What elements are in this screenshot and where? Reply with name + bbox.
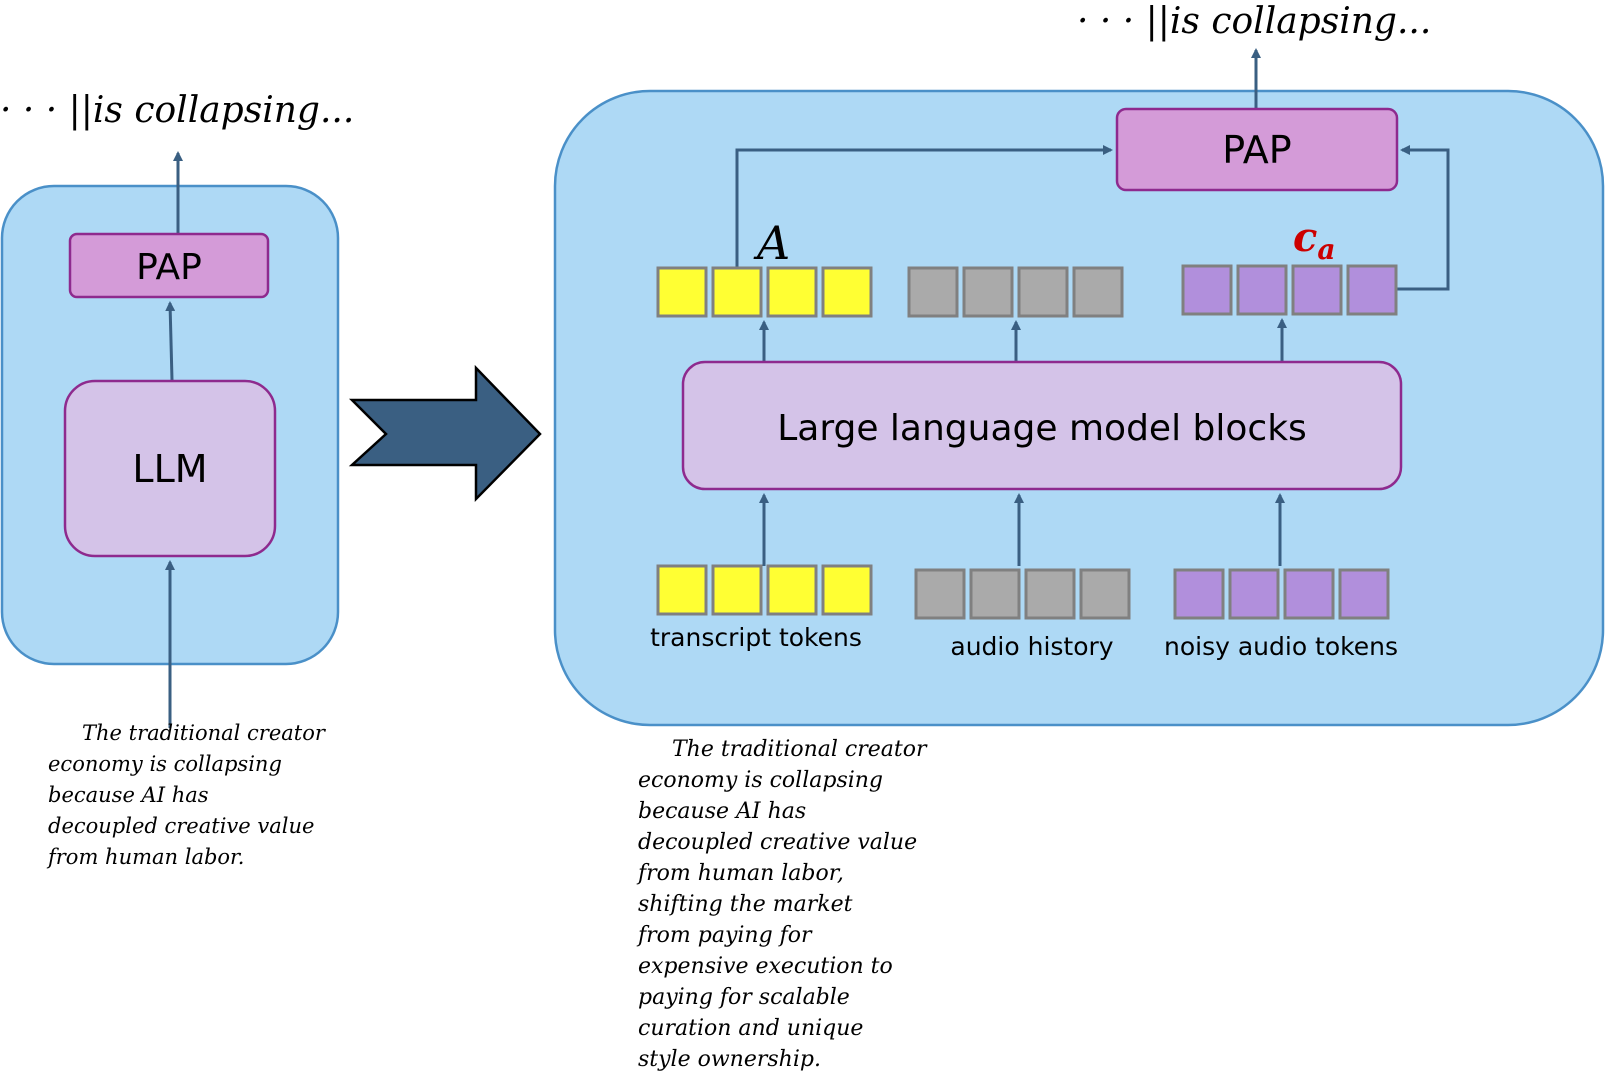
input-noisy-audio-tokens (1173, 568, 1390, 620)
left-llm-label: LLM (132, 447, 207, 491)
left-arrow-llm-to-pap (165, 301, 176, 381)
symbol-ca-sub: a (1317, 233, 1335, 266)
transition-arrow (348, 364, 542, 503)
token (711, 266, 763, 318)
input-audio-history-tokens (914, 568, 1131, 620)
output-noisy-audio-tokens (1181, 264, 1398, 316)
symbol-ca-main: c (1293, 214, 1317, 261)
caption-line: from human labor, (638, 861, 844, 886)
token (1291, 264, 1343, 316)
left-output-text: · · · ||is collapsing... (0, 90, 354, 131)
caption-line: decoupled creative value (638, 830, 918, 855)
token (1173, 568, 1225, 620)
caption-line: because AI has (48, 783, 209, 807)
caption-line: shifting the market (638, 892, 853, 917)
token (1024, 568, 1076, 620)
label-transcript-tokens: transcript tokens (650, 623, 862, 652)
token (766, 266, 818, 318)
llm-blocks-label: Large language model blocks (777, 408, 1307, 449)
token (1338, 568, 1390, 620)
caption-line: economy is collapsing (48, 752, 282, 776)
caption-line: paying for scalable (638, 985, 850, 1010)
caption-line: The traditional creator (672, 737, 927, 762)
output-transcript-tokens (656, 266, 873, 318)
right-pap-box (1115, 107, 1399, 192)
input-transcript-tokens (656, 564, 873, 616)
symbol-ca: ca (1293, 214, 1336, 266)
right-input-caption: The traditional creator economy is colla… (638, 734, 926, 1075)
token (656, 266, 708, 318)
caption-line: from paying for (638, 923, 812, 948)
token (1228, 568, 1280, 620)
token (766, 564, 818, 616)
token (1181, 264, 1233, 316)
token (907, 266, 959, 318)
token (962, 266, 1014, 318)
caption-line: expensive execution to (638, 954, 893, 979)
token (656, 564, 708, 616)
llm-blocks (681, 360, 1403, 491)
caption-line: style ownership. (638, 1047, 821, 1072)
token (1346, 264, 1398, 316)
right-output-text: · · · ||is collapsing... (1077, 1, 1431, 42)
right-pap-label: PAP (1222, 128, 1291, 172)
token (711, 564, 763, 616)
left-pap-label: PAP (136, 247, 202, 288)
caption-line: economy is collapsing (638, 768, 884, 793)
symbol-a: A (753, 216, 790, 270)
token (1283, 568, 1335, 620)
token (1017, 266, 1069, 318)
token (821, 564, 873, 616)
arrow-a-to-pap (735, 145, 1113, 268)
caption-line: because AI has (638, 799, 807, 824)
label-audio-history: audio history (950, 632, 1113, 661)
token (1236, 264, 1288, 316)
caption-line: from human labor. (48, 845, 245, 869)
token (1079, 568, 1131, 620)
token (969, 568, 1021, 620)
token (914, 568, 966, 620)
caption-line: decoupled creative value (48, 814, 315, 838)
output-audio-history-tokens (907, 266, 1124, 318)
token (821, 266, 873, 318)
label-noisy-audio-tokens: noisy audio tokens (1164, 632, 1398, 661)
arrow-ca-to-pap (1396, 145, 1450, 291)
caption-line: The traditional creator (82, 721, 325, 745)
caption-line: curation and unique (638, 1016, 864, 1041)
token (1072, 266, 1124, 318)
left-pap-box (68, 232, 270, 299)
left-input-caption: The traditional creator economy is colla… (48, 718, 325, 873)
left-llm-box (63, 379, 277, 558)
